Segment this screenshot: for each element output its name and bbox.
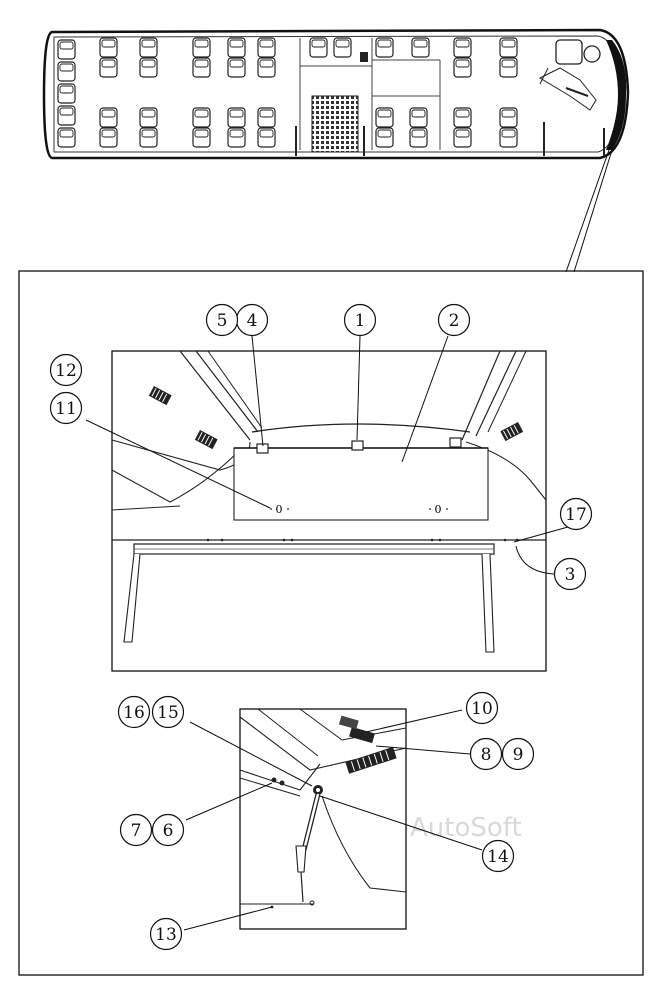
callout-15: 15 <box>151 695 185 729</box>
callout-7: 7 <box>119 813 153 847</box>
callout-10: 10 <box>465 691 499 725</box>
callout-12: 12 <box>49 353 83 387</box>
callout-15-label: 15 <box>157 703 179 723</box>
callout-7-label: 7 <box>131 821 142 841</box>
screw-mark-right: 0 <box>435 503 442 516</box>
callout-4: 4 <box>235 303 269 337</box>
handle <box>349 726 375 744</box>
callout-6-label: 6 <box>163 821 174 841</box>
callout-2: 2 <box>437 303 471 337</box>
leader-lines <box>85 335 569 931</box>
callout-11: 11 <box>49 391 83 425</box>
steering-wheel <box>583 45 601 63</box>
callout-12-label: 12 <box>55 361 77 381</box>
detail-frame <box>18 270 644 976</box>
driver-seat <box>555 39 583 65</box>
callout-1: 1 <box>343 303 377 337</box>
latch-right <box>449 437 462 448</box>
floor-grille <box>311 95 359 153</box>
callout-14-label: 14 <box>487 847 509 867</box>
callout-9-label: 9 <box>513 745 524 765</box>
callout-16: 16 <box>117 695 151 729</box>
callout-17: 17 <box>559 497 593 531</box>
latch-center <box>351 440 364 451</box>
callout-1-label: 1 <box>355 311 366 331</box>
callout-8: 8 <box>469 737 503 771</box>
bus-floor-plan <box>42 28 630 160</box>
callout-11-label: 11 <box>55 399 77 419</box>
callout-2-label: 2 <box>449 311 460 331</box>
callout-14: 14 <box>481 839 515 873</box>
callout-13-label: 13 <box>155 925 177 945</box>
callout-3-label: 3 <box>565 565 576 585</box>
callout-3: 3 <box>553 557 587 591</box>
callout-17-label: 17 <box>565 505 587 525</box>
callout-13: 13 <box>149 917 183 951</box>
callout-6: 6 <box>151 813 185 847</box>
callout-16-label: 16 <box>123 703 145 723</box>
callout-5: 5 <box>205 303 239 337</box>
callout-9: 9 <box>501 737 535 771</box>
callout-4-label: 4 <box>247 311 258 331</box>
watermark: AutoSoft <box>410 813 522 843</box>
callout-8-label: 8 <box>481 745 492 765</box>
ceiling-panel <box>233 447 489 521</box>
hatch-strut-view <box>239 708 407 930</box>
front-ceiling-panel-view: 0 0 <box>111 350 547 672</box>
callout-10-label: 10 <box>471 699 493 719</box>
callout-5-label: 5 <box>217 311 228 331</box>
screw-mark-left: 0 <box>276 503 283 516</box>
